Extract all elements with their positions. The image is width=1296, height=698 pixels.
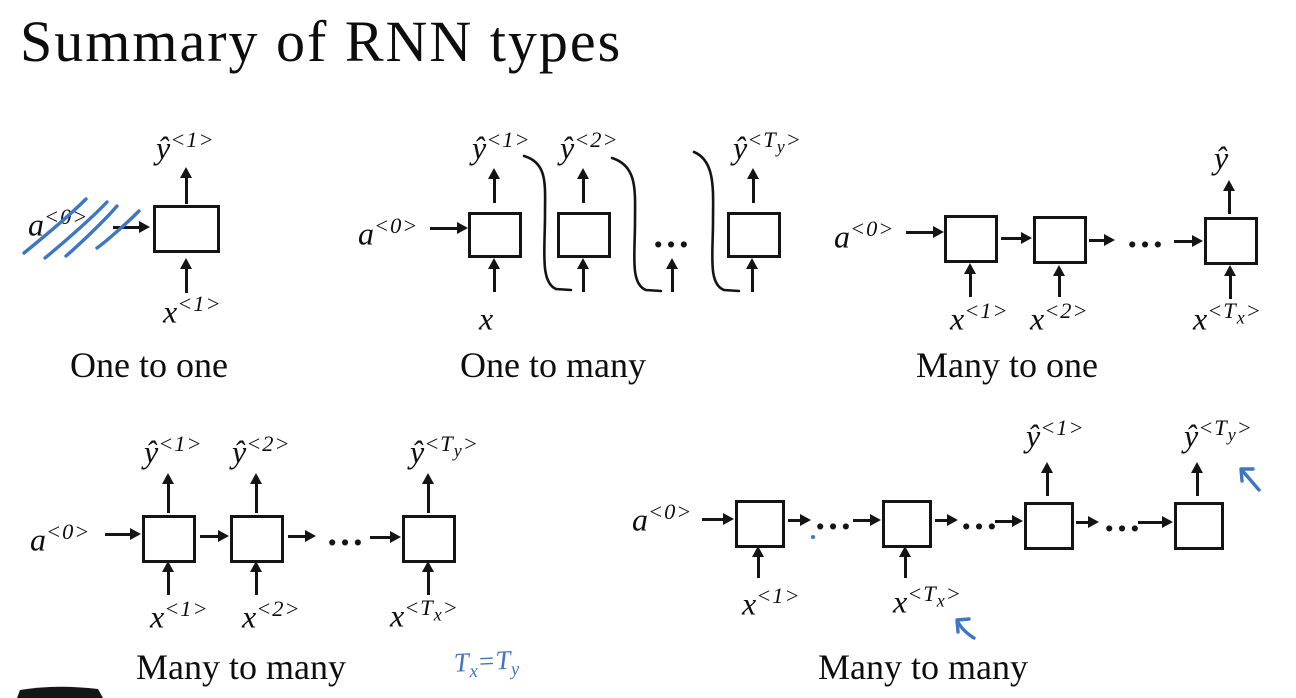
label-x-Tx: x<Tx>: [893, 581, 962, 620]
hidden-state-arrow-icon: [935, 514, 958, 526]
hidden-state-arrow-icon: [995, 515, 1023, 527]
label-a0: a<0>: [358, 213, 419, 252]
hidden-state-arrow-icon: [1138, 516, 1173, 528]
a0-arrow-icon: [430, 222, 468, 234]
rnn-cell-box: [153, 205, 220, 253]
rnn-cell-box: [230, 515, 284, 563]
hidden-state-arrow-icon: [1174, 235, 1203, 247]
caption-many-to-many-unequal: Many to many: [818, 647, 1028, 687]
label-x2: x<2>: [242, 596, 301, 635]
hidden-state-arrow-icon: [288, 530, 316, 542]
label-x: x: [479, 300, 494, 337]
input-arrow-icon: [752, 546, 764, 578]
input-arrow-icon: [488, 258, 500, 292]
input-arrow-icon: [666, 258, 678, 292]
rnn-cell-box: [1033, 216, 1087, 264]
output-arrow-icon: [250, 473, 262, 513]
rnn-cell-box: [882, 500, 932, 548]
input-arrow-icon: [162, 561, 174, 595]
label-x1: x<1>: [163, 291, 222, 330]
label-y-hat-Ty: ŷ<Ty>: [733, 127, 802, 166]
output-arrow-icon: [488, 168, 500, 203]
output-arrow-icon: [747, 168, 759, 203]
label-y-hat-Ty: ŷ<Ty>: [410, 431, 479, 470]
caption-one-to-one: One to one: [70, 345, 228, 385]
ellipsis: …: [326, 512, 366, 554]
caption-one-to-many: One to many: [460, 345, 646, 385]
hidden-state-arrow-icon: [1076, 516, 1099, 528]
label-y-hat-2: ŷ<2>: [232, 431, 291, 470]
input-arrow-icon: [1224, 265, 1236, 299]
input-arrow-icon: [180, 258, 192, 293]
rnn-cell-box: [468, 212, 522, 258]
input-arrow-icon: [899, 546, 911, 578]
output-arrow-icon: [1041, 462, 1053, 496]
label-x-Tx: x<Tx>: [390, 595, 459, 634]
label-y-hat-1: ŷ<1>: [144, 431, 203, 470]
rnn-cell-box: [1174, 502, 1224, 550]
output-arrow-icon: [180, 167, 192, 204]
label-y-hat-1: ŷ<1>: [156, 127, 215, 166]
label-y-hat-1: ŷ<1>: [472, 127, 531, 166]
label-x1: x<1>: [742, 583, 801, 622]
input-arrow-icon: [964, 263, 976, 297]
label-a0: a<0>: [834, 216, 895, 255]
label-x-Tx: x<Tx>: [1193, 298, 1262, 337]
output-arrow-icon: [1223, 180, 1235, 214]
input-arrow-icon: [422, 561, 434, 595]
label-a0: a<0>: [632, 499, 693, 538]
label-a0: a<0>: [30, 519, 91, 558]
label-x2: x<2>: [1030, 298, 1089, 337]
output-arrow-icon: [422, 473, 434, 513]
label-y-hat: ŷ: [1214, 139, 1229, 176]
a0-arrow-icon: [105, 528, 141, 540]
label-x1: x<1>: [150, 596, 209, 635]
rnn-cell-box: [1024, 502, 1074, 550]
input-arrow-icon: [250, 561, 262, 595]
page-title: Summary of RNN types: [20, 9, 623, 74]
label-y-hat-1: ŷ<1>: [1026, 415, 1085, 454]
output-arrow-icon: [162, 473, 174, 513]
rnn-cell-box: [735, 500, 785, 548]
a0-arrow-icon: [906, 226, 944, 238]
hidden-state-arrow-icon: [370, 531, 401, 543]
hidden-state-arrow-icon: [1001, 232, 1032, 244]
hidden-state-arrow-icon: [853, 514, 881, 526]
input-arrow-icon: [577, 258, 589, 292]
ellipsis: …: [814, 496, 854, 538]
label-y-hat-Ty: ŷ<Ty>: [1184, 415, 1253, 454]
output-arrow-icon: [577, 168, 589, 203]
input-arrow-icon: [1053, 265, 1065, 297]
input-arrow-icon: [746, 258, 758, 292]
a0-arrow-icon: [702, 513, 734, 525]
rnn-cell-box: [1204, 217, 1258, 265]
hidden-state-arrow-icon: [1089, 234, 1115, 246]
output-arrow-icon: [1191, 462, 1203, 496]
ellipsis: …: [960, 496, 1000, 538]
caption-many-to-one: Many to one: [916, 345, 1098, 385]
caption-many-to-many-equal: Many to many: [136, 647, 346, 687]
ellipsis: …: [1103, 498, 1143, 540]
hidden-state-arrow-icon: [200, 530, 229, 542]
label-x1: x<1>: [950, 298, 1009, 337]
rnn-cell-box: [944, 215, 998, 263]
hidden-state-arrow-icon: [788, 514, 811, 526]
ellipsis: …: [1126, 214, 1166, 256]
